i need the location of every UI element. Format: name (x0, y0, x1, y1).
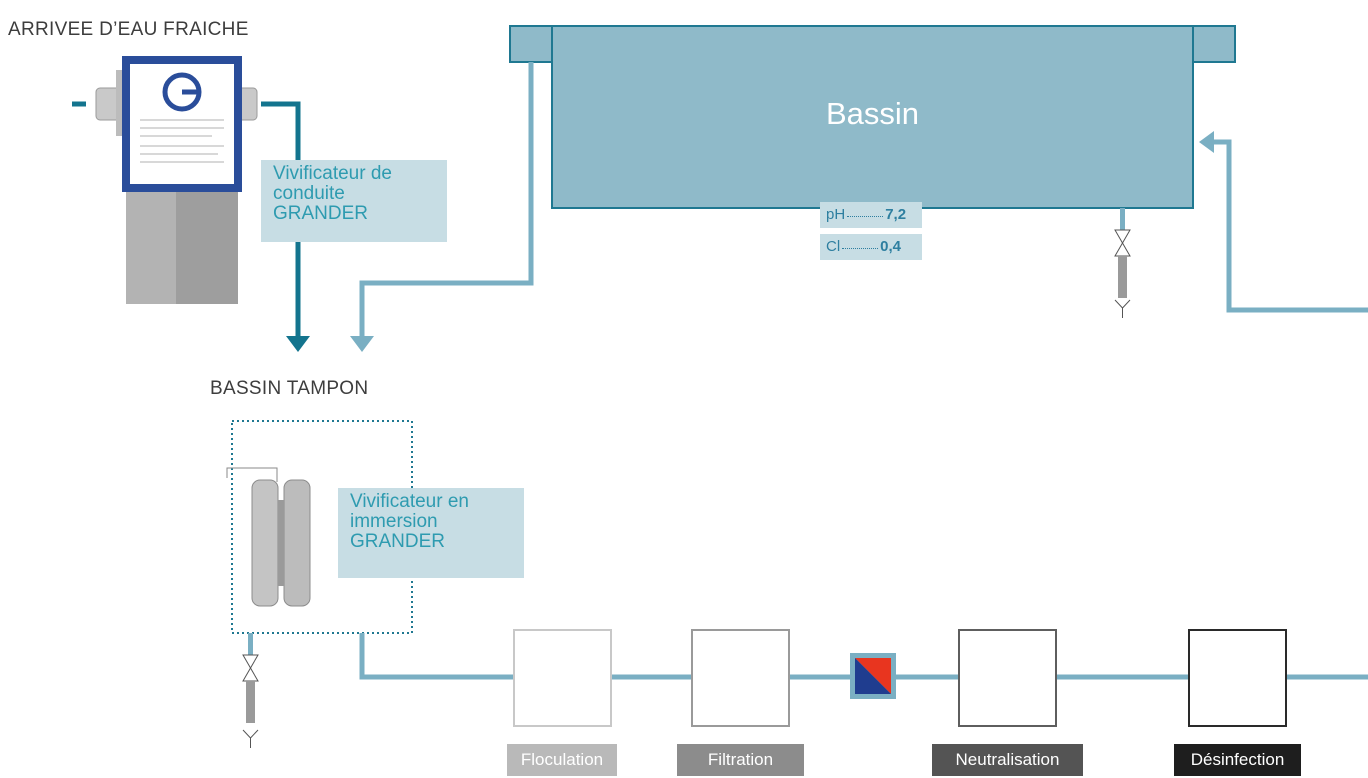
pool-body (551, 25, 1194, 209)
floculation-unit (513, 629, 612, 727)
step-floculation-label: Floculation (507, 744, 617, 776)
step-filtration-label: Filtration (677, 744, 804, 776)
valve-icon (242, 633, 259, 748)
pool-basin (509, 25, 1236, 209)
pool-inlet-pipe (1214, 139, 1368, 313)
pool-overflow-left (509, 25, 553, 63)
arrow-down-icon (350, 336, 374, 352)
arrow-down-icon (286, 336, 310, 352)
pool-return-pipe (359, 62, 534, 336)
valve-icon (1114, 208, 1131, 318)
desinfection-unit (1188, 629, 1287, 727)
filtration-unit (691, 629, 790, 727)
neutralisation-unit (958, 629, 1057, 727)
treatment-pipe (359, 633, 514, 680)
pool-overflow-right (1192, 25, 1236, 63)
grander-g-logo-icon (162, 72, 202, 112)
step-desinfection-label: Désinfection (1174, 744, 1301, 776)
immersion-vitalizer-note: Vivificateur en immersion GRANDER (338, 488, 524, 578)
pipe-vitalizer-note: Vivificateur de conduite GRANDER (261, 160, 447, 242)
pool-title: Bassin (825, 96, 920, 131)
dosing-sensor-icon (850, 653, 896, 699)
fresh-water-label: ARRIVEE D’EAU FRAICHE (8, 19, 249, 40)
step-neutralisation-label: Neutralisation (932, 744, 1083, 776)
arrow-left-icon (1199, 131, 1214, 153)
fresh-water-pipe (261, 101, 301, 336)
immersion-vitalizer-device (226, 467, 311, 607)
pipe-vitalizer-device (95, 56, 258, 304)
buffer-tank-label: BASSIN TAMPON (210, 378, 369, 399)
